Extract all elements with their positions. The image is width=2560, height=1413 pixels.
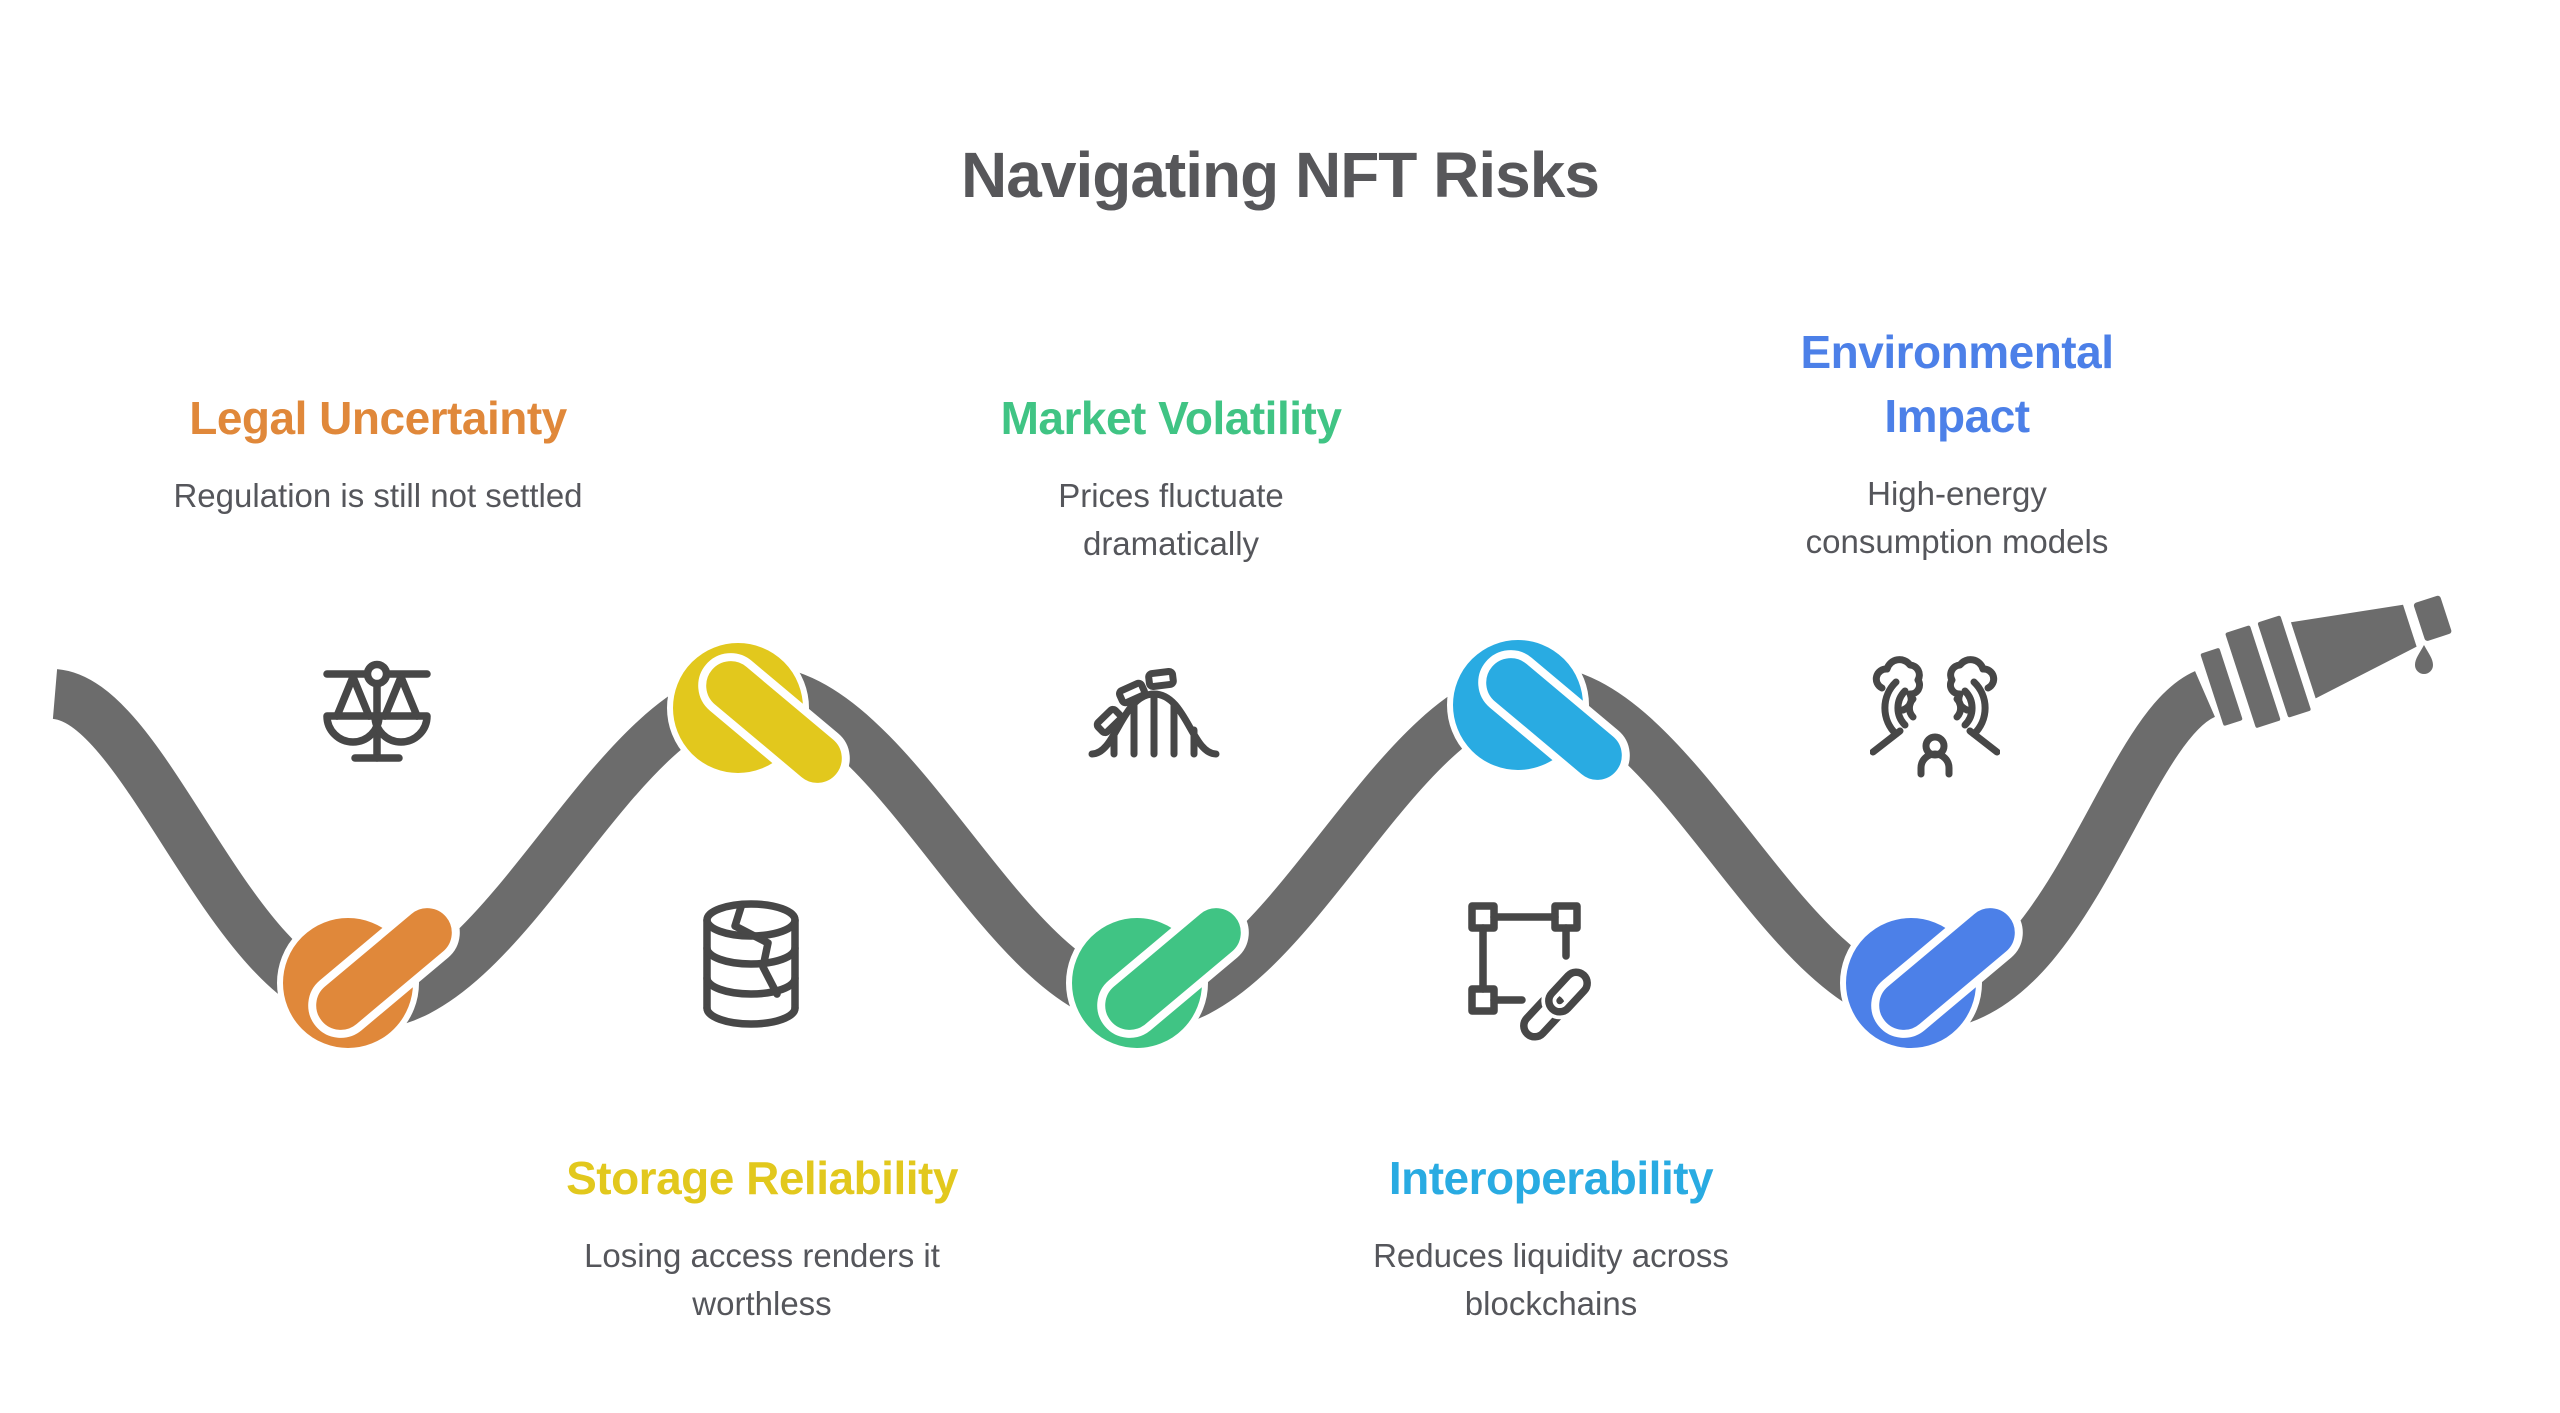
section-description: Losing access renders it worthless xyxy=(584,1237,940,1322)
section-environmental-impact: Environmental Impact High-energy consump… xyxy=(1767,320,2147,566)
knot-cross xyxy=(698,653,850,791)
section-description: Reduces liquidity across blockchains xyxy=(1373,1237,1729,1322)
page-title: Navigating NFT Risks xyxy=(961,139,1600,211)
rope-knot-legal-uncertainty xyxy=(277,900,460,1054)
section-heading: Legal Uncertainty xyxy=(189,392,567,444)
knot-cross xyxy=(1871,900,2023,1038)
rollercoaster-icon xyxy=(1088,667,1220,758)
cracked-database-icon xyxy=(703,900,799,1028)
rope-knot-market-volatility xyxy=(1066,900,1249,1054)
section-heading: Storage Reliability xyxy=(566,1152,958,1204)
knot-cross xyxy=(308,900,460,1038)
section-legal-uncertainty: Legal Uncertainty Regulation is still no… xyxy=(118,386,638,520)
knot-cross xyxy=(1097,900,1249,1038)
smoke-plume-right xyxy=(1946,656,2000,756)
section-storage-reliability: Storage Reliability Losing access render… xyxy=(502,1146,1022,1328)
rope-knot-storage-reliability xyxy=(667,637,850,791)
section-interoperability: Interoperability Reduces liquidity acros… xyxy=(1291,1146,1811,1328)
nozzle-band xyxy=(2257,615,2311,718)
nozzle xyxy=(2200,595,2452,728)
section-heading: Environmental Impact xyxy=(1800,326,2114,442)
section-heading: Market Volatility xyxy=(1000,392,1342,444)
rope-knot-interoperability xyxy=(1447,634,1630,788)
section-description: Prices fluctuate dramatically xyxy=(1058,477,1284,562)
knot-cross xyxy=(1478,650,1630,788)
nozzle-band xyxy=(2200,648,2243,726)
section-market-volatility: Market Volatility Prices fluctuate drama… xyxy=(911,386,1431,568)
balance-scale-icon xyxy=(323,660,431,762)
section-heading: Interoperability xyxy=(1388,1152,1714,1204)
section-description: Regulation is still not settled xyxy=(173,477,583,514)
nozzle-tip xyxy=(2413,595,2452,641)
smoke-plume-left xyxy=(1870,656,1924,756)
nozzle-band xyxy=(2225,625,2281,728)
smoke-emissions-person-icon xyxy=(1870,656,2000,778)
rope-knot-environmental-impact xyxy=(1840,900,2023,1054)
nozzle-cone xyxy=(2290,604,2417,699)
selection-chain-link-icon xyxy=(1468,902,1595,1041)
section-description: High-energy consumption models xyxy=(1805,475,2109,560)
person-figure xyxy=(1917,733,1953,778)
drip-droplet xyxy=(2415,645,2433,674)
